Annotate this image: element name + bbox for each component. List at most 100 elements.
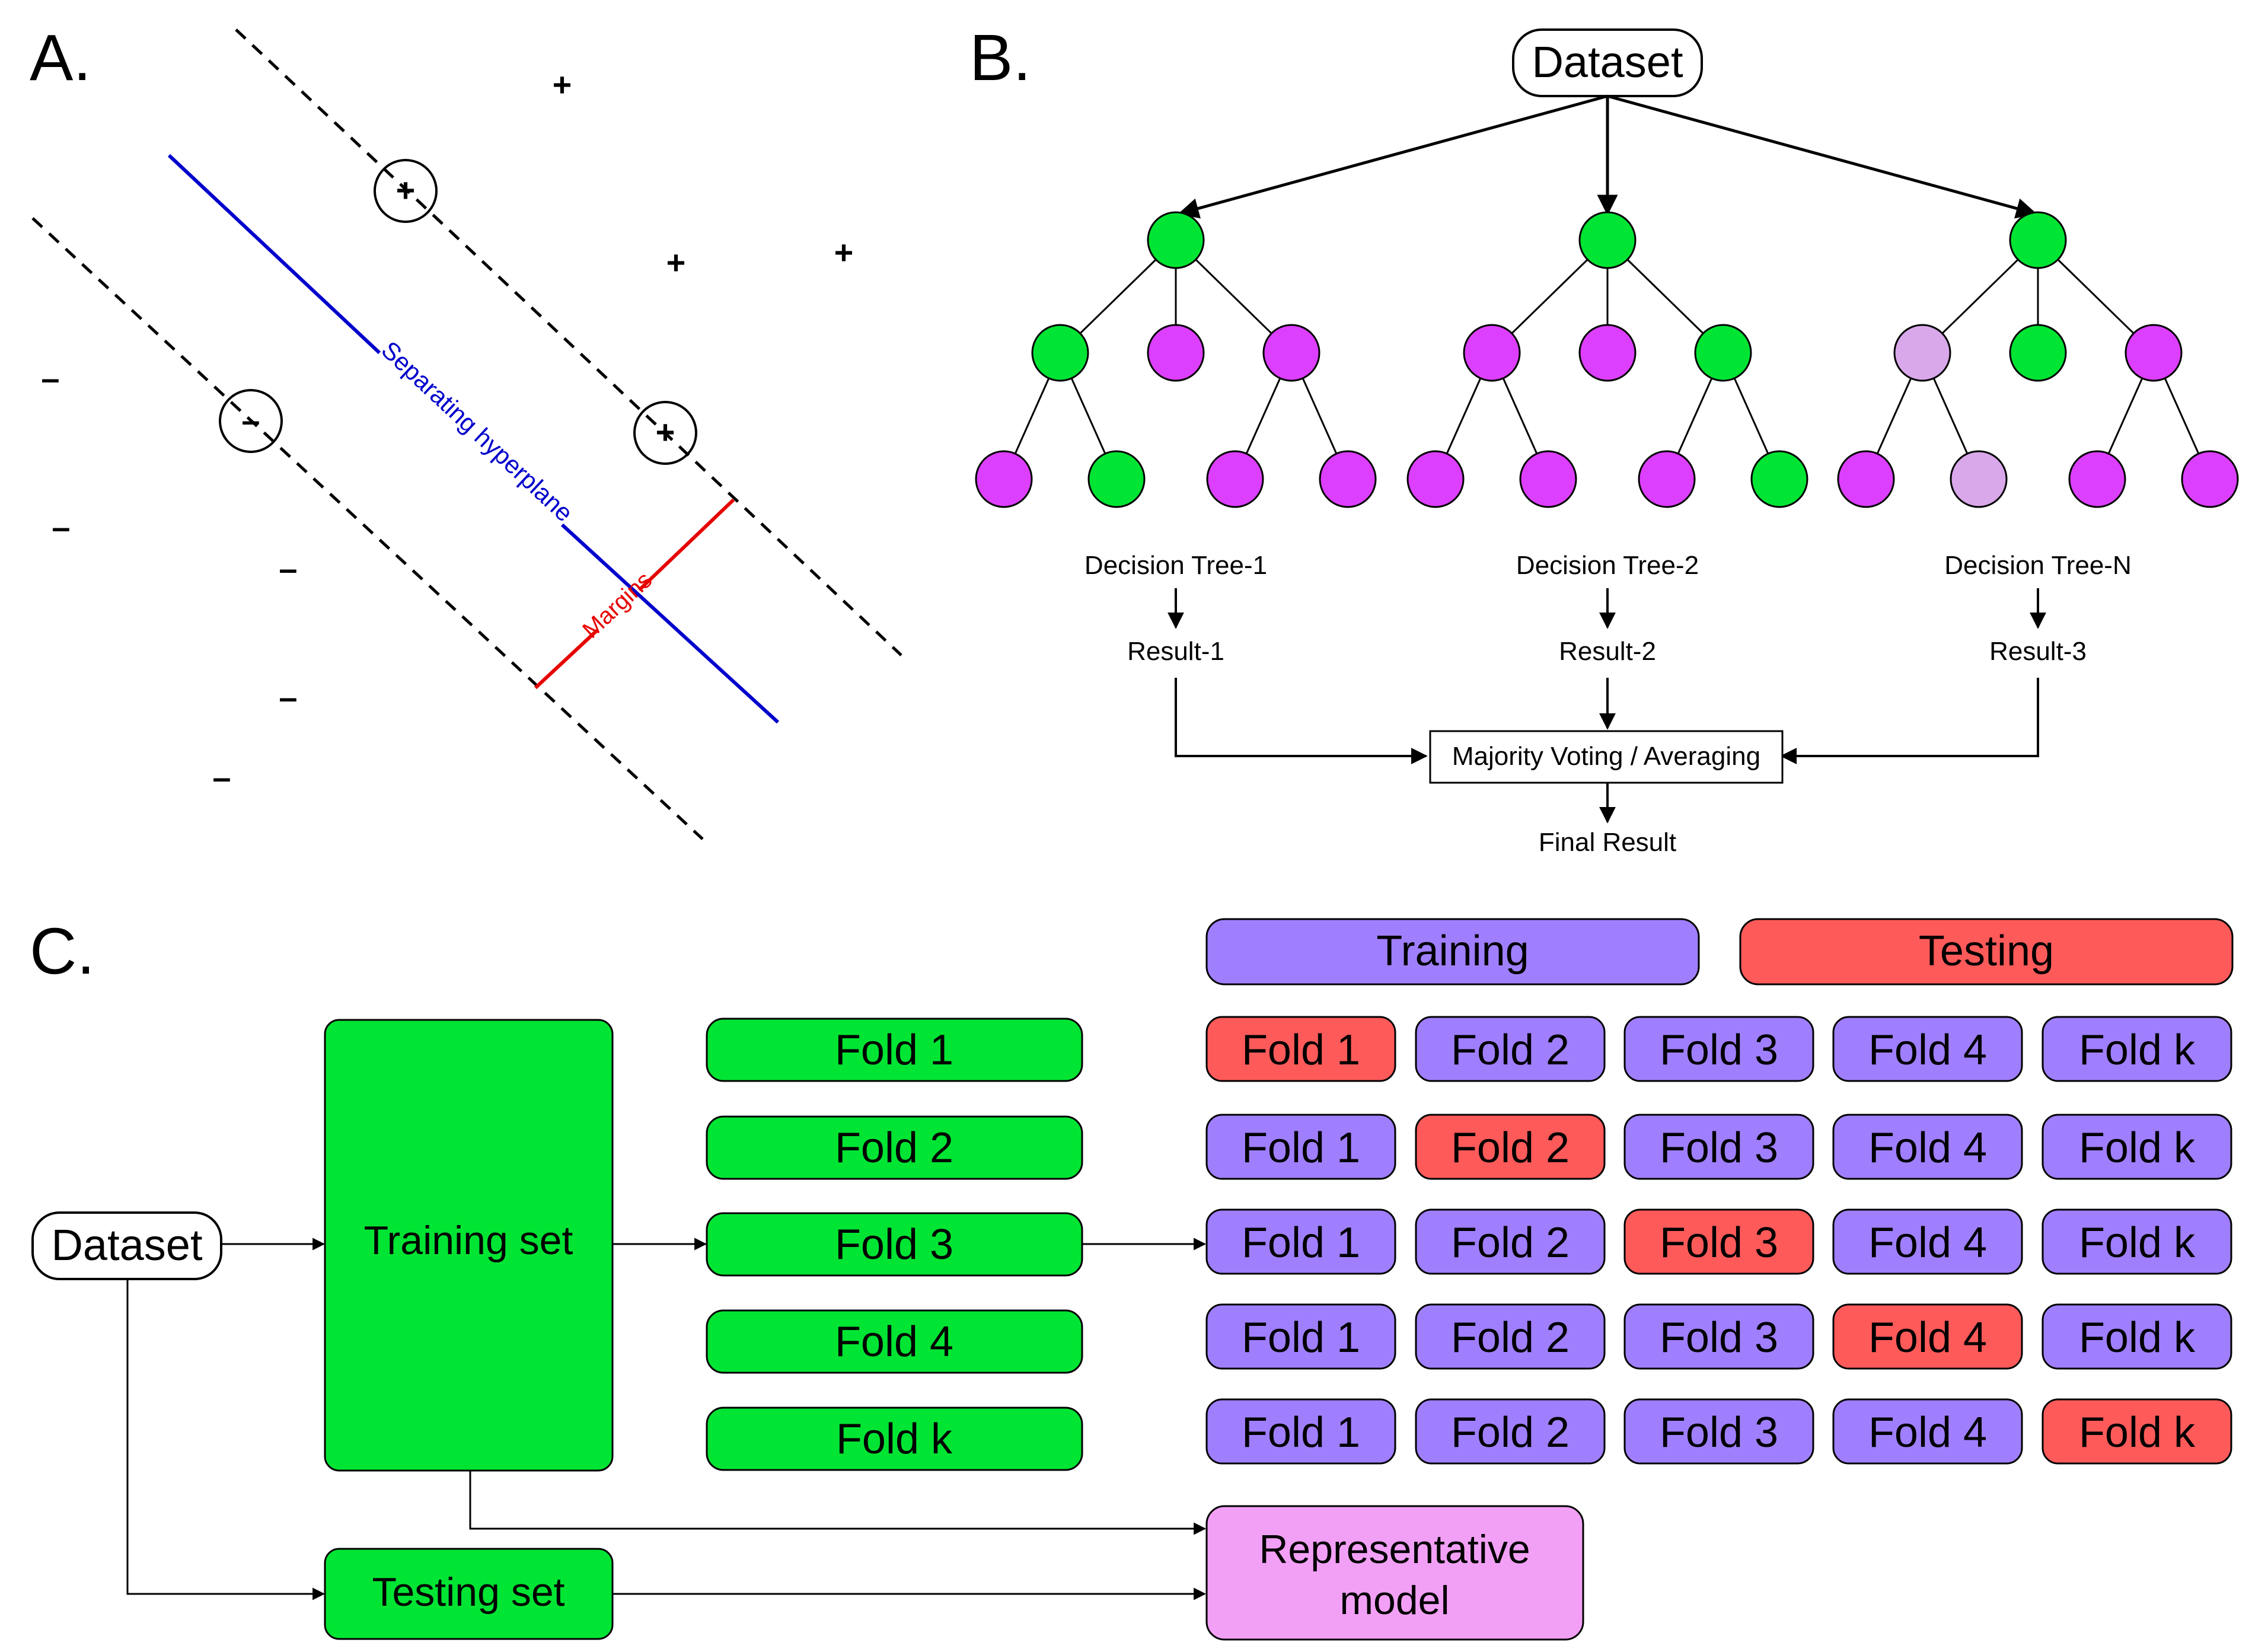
panel-b-letter: B. — [969, 21, 1031, 94]
support-vector-circle — [374, 159, 438, 223]
grid-train-fold-box — [1205, 1303, 1396, 1370]
margin-label: Margins — [578, 567, 657, 643]
grid-train-fold-box — [1623, 1398, 1814, 1465]
result-1-to-vote-arrow — [1175, 678, 1428, 764]
tree-2-label: Decision Tree-2 — [1516, 551, 1699, 580]
hyperplane-label: Separating hyperplane — [376, 336, 578, 527]
tree-leaf-node — [1406, 450, 1465, 508]
rf-dataset-label: Dataset — [1532, 37, 1683, 87]
grid-fold-label: Fold 2 — [1451, 1124, 1570, 1172]
minus-point: – — [279, 550, 297, 587]
result-3-to-vote-arrow — [1780, 678, 2039, 764]
grid-fold-label: Fold 3 — [1660, 1314, 1778, 1361]
minus-point: – — [241, 401, 260, 439]
tree-internal-node — [2009, 324, 2067, 382]
tree-leaf-node — [1087, 450, 1146, 508]
minus-point: – — [52, 508, 70, 546]
representative-model-box — [1205, 1505, 1584, 1641]
grid-test-fold-box — [1832, 1303, 2023, 1370]
tree-internal-node — [1893, 324, 1951, 382]
result-2-label: Result-2 — [1559, 637, 1656, 666]
grid-fold-label: Fold 4 — [1868, 1219, 1987, 1267]
grid-train-fold-box — [1205, 1114, 1396, 1180]
fold-column-label: Fold 2 — [835, 1124, 953, 1172]
support-vector-circle — [219, 389, 283, 453]
fold-column-box — [706, 1115, 1083, 1180]
tree-leaf-node — [2181, 450, 2239, 508]
grid-fold-label: Fold k — [2079, 1026, 2196, 1074]
grid-train-fold-box — [1623, 1016, 1814, 1082]
tree-1-label: Decision Tree-1 — [1084, 551, 1267, 580]
grid-train-fold-box — [1415, 1303, 1606, 1370]
fold-column-label: Fold k — [836, 1415, 953, 1463]
grid-train-fold-box — [1205, 1398, 1396, 1465]
minus-point: – — [41, 359, 59, 397]
fold-column-label: Fold 3 — [835, 1221, 953, 1268]
grid-fold-label: Fold k — [2079, 1409, 2196, 1456]
upper-margin-boundary — [235, 28, 902, 656]
grid-fold-label: Fold 4 — [1868, 1124, 1987, 1172]
tree-leaf-node — [1319, 450, 1377, 508]
fold-column-box — [706, 1212, 1083, 1277]
minus-point: – — [279, 678, 297, 716]
dataset-to-testing-arrow — [126, 1279, 326, 1600]
grid-train-fold-box — [1832, 1208, 2023, 1275]
grid-train-fold-box — [1832, 1398, 2023, 1465]
tree-leaf-node — [1950, 450, 2008, 508]
voting-box — [1429, 730, 1784, 784]
grid-train-fold-box — [2042, 1208, 2232, 1275]
grid-fold-label: Fold 2 — [1451, 1219, 1570, 1267]
grid-fold-label: Fold 3 — [1660, 1124, 1778, 1172]
panel-a-svm: A. Separating hyperplane Margins + + + +… — [30, 21, 902, 840]
grid-test-fold-box — [1623, 1208, 1814, 1275]
grid-fold-label: Fold 3 — [1660, 1409, 1778, 1456]
tree-root-node — [2009, 211, 2067, 269]
grid-train-fold-box — [1623, 1114, 1814, 1180]
grid-train-fold-box — [2042, 1016, 2232, 1082]
tree-leaf-node — [975, 450, 1033, 508]
plus-point: + — [834, 234, 854, 271]
root-arrow — [1607, 94, 2037, 219]
voting-label: Majority Voting / Averaging — [1452, 742, 1760, 771]
grid-fold-label: Fold 3 — [1660, 1026, 1778, 1074]
grid-train-fold-box — [1832, 1016, 2023, 1082]
final-result-label: Final Result — [1539, 828, 1676, 857]
grid-fold-label: Fold 4 — [1868, 1409, 1987, 1456]
tree-root-node — [1578, 211, 1637, 269]
grid-fold-label: Fold 1 — [1242, 1219, 1360, 1267]
grid-test-fold-box — [1415, 1114, 1606, 1180]
grid-train-fold-box — [1205, 1208, 1396, 1275]
result-3-label: Result-3 — [1989, 637, 2087, 666]
tree-leaf-node — [1638, 450, 1696, 508]
plus-point: + — [656, 413, 675, 451]
grid-train-fold-box — [2042, 1114, 2232, 1180]
panel-c-cross-validation: C. Dataset Training set Testing set Repr… — [30, 915, 2234, 1641]
training-to-model-arrow — [469, 1471, 1207, 1535]
panel-c-letter: C. — [30, 915, 95, 988]
fold-column-box — [706, 1309, 1083, 1374]
panel-a-letter: A. — [30, 21, 91, 94]
margin-line-upper — [637, 498, 735, 592]
tree-internal-node — [1147, 324, 1205, 382]
grid-fold-label: Fold 1 — [1242, 1124, 1360, 1172]
fold-column-box — [706, 1018, 1083, 1082]
grid-fold-label: Fold 1 — [1242, 1409, 1360, 1456]
grid-fold-label: Fold 1 — [1242, 1314, 1360, 1361]
plus-point: + — [396, 171, 416, 209]
tree-leaf-node — [1206, 450, 1264, 508]
grid-fold-label: Fold 4 — [1868, 1314, 1987, 1361]
legend-testing-box — [1739, 918, 2234, 986]
panel-b-random-forest: B. Dataset Decision Tree-1 Decision Tree… — [969, 21, 2239, 857]
fold-column-label: Fold 1 — [835, 1026, 953, 1074]
legend-training-box — [1205, 918, 1700, 986]
hyperplane-line-upper — [167, 154, 381, 355]
grid-train-fold-box — [1623, 1303, 1814, 1370]
grid-fold-label: Fold 2 — [1451, 1409, 1570, 1456]
tree-internal-node — [1031, 324, 1089, 382]
plus-point: + — [553, 66, 572, 103]
legend-testing-label: Testing — [1919, 927, 2054, 975]
tree-leaf-node — [1750, 450, 1808, 508]
grid-test-fold-box — [1205, 1016, 1396, 1082]
support-vector-circle — [633, 401, 697, 465]
